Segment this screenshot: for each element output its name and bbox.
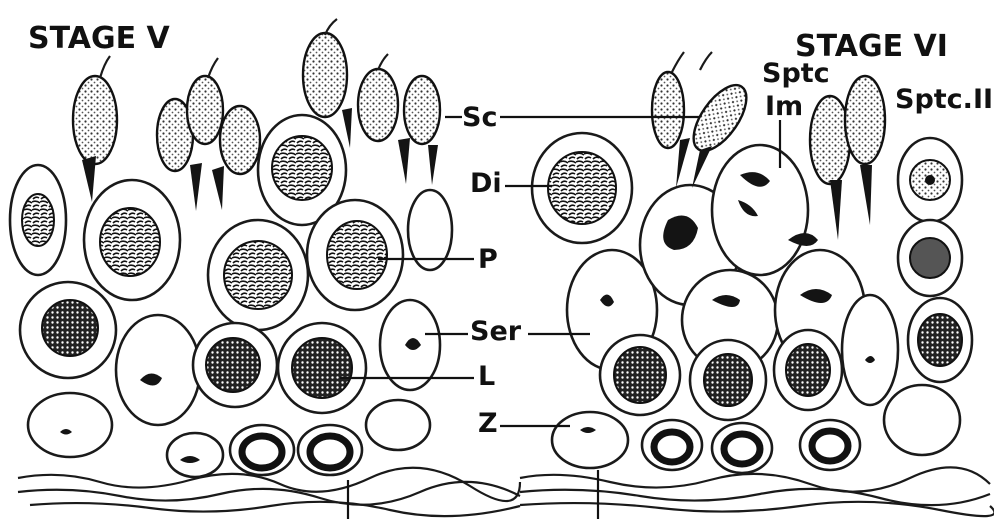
label-sptc-text: Sptc xyxy=(762,58,830,89)
stage-v-title: STAGE V xyxy=(28,21,171,56)
label-sptc: Sptc xyxy=(762,58,830,89)
label-ser: Ser xyxy=(425,316,590,347)
label-p-text: P xyxy=(478,244,498,275)
label-l-text: L xyxy=(478,361,495,392)
label-ser-text: Ser xyxy=(470,316,522,347)
label-im-text: Im xyxy=(765,91,803,122)
label-sptc-ii-text: Sptc.II xyxy=(895,84,993,115)
label-di-text: Di xyxy=(470,168,502,199)
stage-v-panel xyxy=(10,19,520,519)
stage-vi-panel xyxy=(520,52,994,519)
label-sptc-ii: Sptc.II xyxy=(895,84,993,115)
label-z-text: Z xyxy=(478,408,498,439)
label-sc-text: Sc xyxy=(462,102,497,133)
